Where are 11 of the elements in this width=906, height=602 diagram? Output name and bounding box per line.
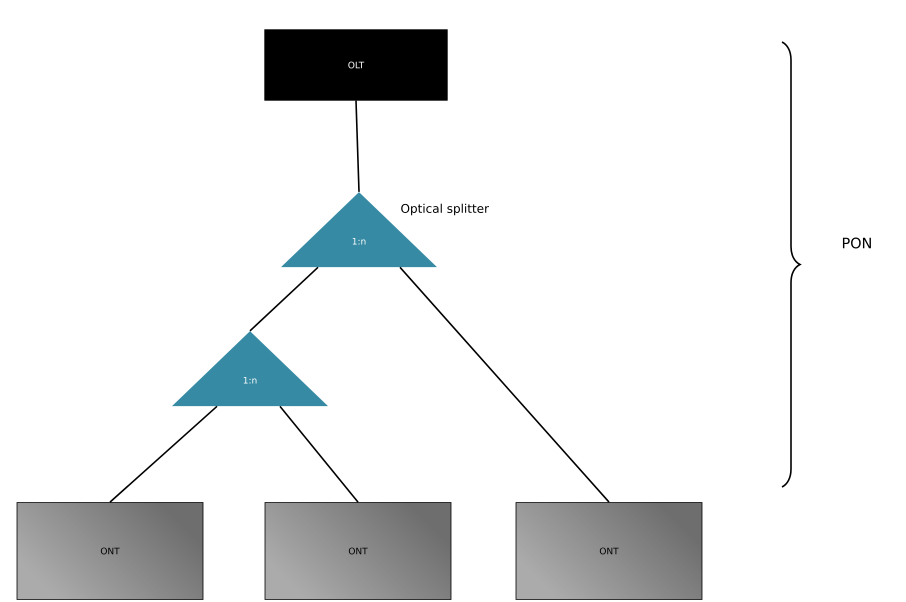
connector-line [399, 266, 610, 503]
group-label: PON [842, 238, 871, 248]
connector-line [355, 100, 360, 192]
connector-line [279, 406, 359, 503]
network-terminal-box: ONT [516, 502, 702, 600]
terminal-box: OLT [264, 29, 448, 101]
network-terminal-box: ONT [16, 502, 204, 600]
connector-line [109, 406, 218, 503]
connector-line [249, 266, 319, 332]
splitter-triangle: 1:n [172, 331, 328, 406]
network-terminal-box: ONT [264, 502, 452, 600]
